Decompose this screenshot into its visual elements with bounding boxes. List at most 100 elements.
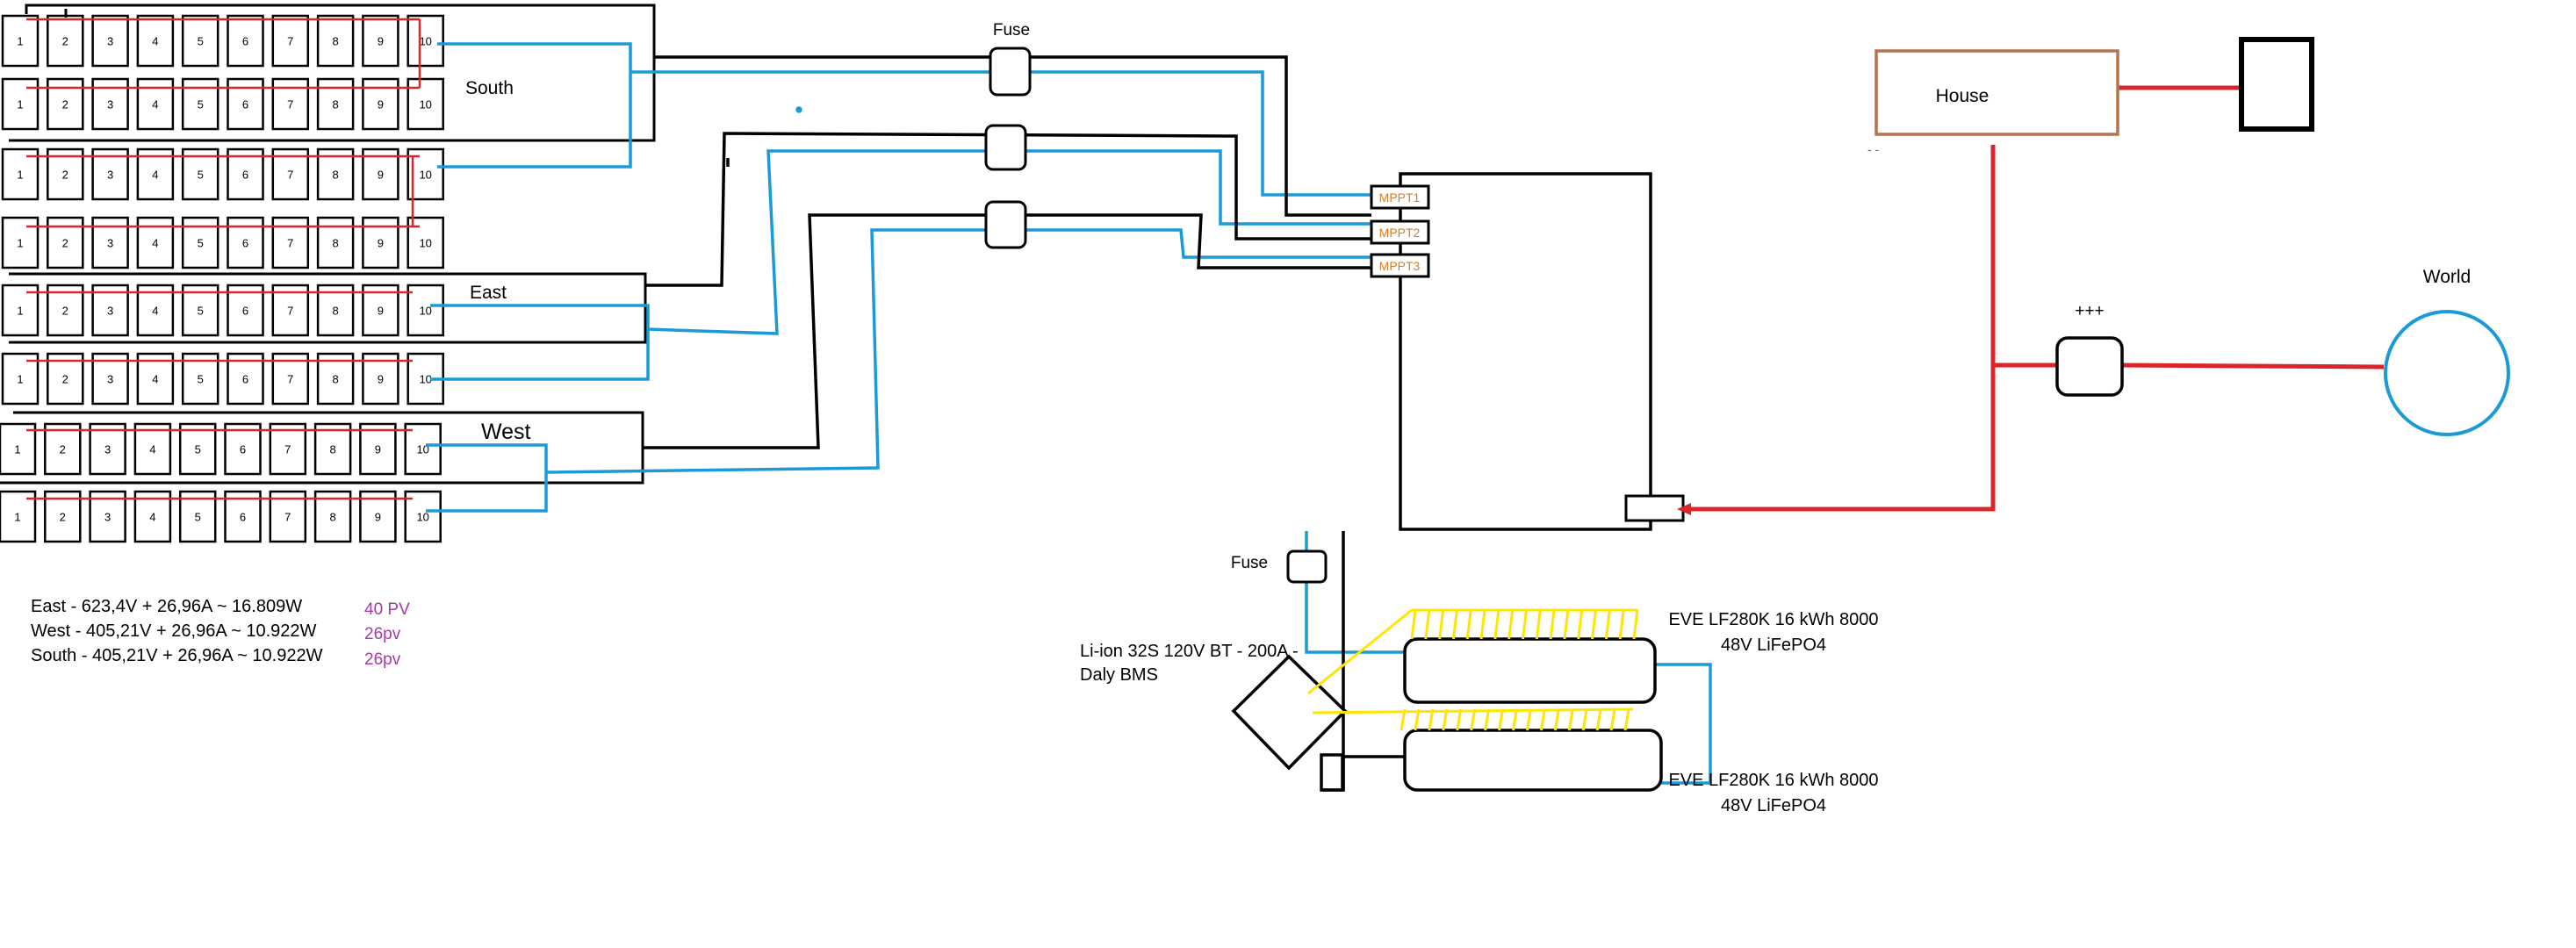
east-fuse [984, 124, 1027, 171]
pv-panel-number: 10 [416, 511, 428, 524]
pv-panel-number: 10 [419, 98, 431, 111]
pv-panel-number: 9 [378, 373, 384, 386]
fuses [984, 47, 1328, 584]
pv-panel-number: 9 [378, 35, 384, 48]
pv-panel [91, 14, 129, 68]
balance-lead [1512, 708, 1518, 731]
balance-lead [1604, 609, 1611, 640]
pv-panel-number: 4 [152, 305, 158, 318]
pv-panel-number: 5 [198, 305, 204, 318]
pv-panel-number: 10 [419, 35, 431, 48]
battery-1-line2: 48V LiFePO4 [1721, 636, 1826, 655]
pv-panel [316, 147, 355, 201]
pv-panel-number: 8 [332, 98, 338, 111]
balance-lead [1456, 708, 1463, 731]
house-box [1874, 49, 2119, 136]
meter-box [2055, 336, 2124, 397]
pv-panel-number: 2 [62, 98, 68, 111]
pv-panel [133, 490, 172, 543]
pv-panel-number: 3 [107, 169, 113, 182]
pv-panel-number: 7 [287, 305, 293, 318]
balance-lead [1553, 708, 1560, 731]
balance-lead [1567, 708, 1574, 731]
pv-panel [89, 422, 126, 476]
fuse-label: Fuse [993, 21, 1030, 40]
pv-panel [404, 490, 442, 543]
ac-arrow-icon [1677, 503, 1691, 515]
battery-fuse [1286, 549, 1328, 584]
battery-1 [1403, 637, 1657, 704]
balance-lead [1525, 708, 1532, 731]
battery-2 [1403, 729, 1663, 792]
pv-panel-number: 4 [149, 511, 155, 524]
pv-panel-number: 6 [242, 305, 248, 318]
west-array-label: West [481, 420, 531, 444]
pv-panel [362, 147, 399, 201]
pv-panel-number: 1 [17, 237, 23, 250]
pv-panel-number: 8 [332, 169, 338, 182]
east-spec: East - 623,4V + 26,96A ~ 16.809W [31, 597, 302, 616]
bms-line2: Daly BMS [1080, 665, 1158, 685]
pv-panel-number: 2 [62, 373, 68, 386]
pv-panel-number: 10 [419, 237, 431, 250]
pv-panel [316, 14, 355, 68]
pv-panel-number: 7 [287, 169, 293, 182]
world-grid-circle [2384, 310, 2510, 436]
pv-panel-number: 4 [152, 373, 158, 386]
pv-panel [271, 352, 310, 406]
pv-panel-number: 1 [14, 443, 20, 456]
pv-panel-number: 2 [60, 511, 66, 524]
battery-fuse-label: Fuse [1231, 554, 1268, 572]
pv-panel [271, 14, 310, 68]
pv-panel [362, 14, 399, 68]
pv-panel-number: 3 [107, 35, 113, 48]
pv-panel [181, 14, 219, 68]
pv-panel-number: 6 [242, 98, 248, 111]
pv-panel [91, 352, 129, 406]
mppt3-label: MPPT3 [1379, 259, 1421, 273]
pv-panel-number: 9 [378, 305, 384, 318]
pv-panel-number: 5 [198, 373, 204, 386]
balance-lead [1581, 708, 1588, 731]
balance-lead [1623, 708, 1630, 731]
mppt1-label: MPPT1 [1379, 190, 1421, 205]
inverter: MPPT1 MPPT2 MPPT3 [1370, 172, 1685, 531]
pv-panel [1, 147, 40, 201]
pv-panel [0, 490, 37, 543]
bms-line1: Li-ion 32S 120V BT - 200A - [1080, 642, 1299, 661]
balance-lead [1618, 609, 1625, 640]
balance-lead [1414, 708, 1421, 731]
balance-lead [1577, 609, 1584, 640]
pv-panel-number: 6 [240, 511, 246, 524]
house-dashes: - - [1867, 142, 1880, 156]
array-specs: East - 623,4V + 26,96A ~ 16.809W West - … [31, 597, 410, 669]
pv-panel [407, 147, 444, 201]
pv-panel [359, 422, 397, 476]
pv-panel [178, 422, 217, 476]
pv-panel [0, 422, 37, 476]
battery-2-line1: EVE LF280K 16 kWh 8000 [1668, 771, 1878, 790]
pv-panel [313, 490, 352, 543]
balance-lead [1507, 609, 1515, 640]
pv-panel [313, 422, 352, 476]
south-fuse [989, 47, 1032, 97]
pv-panel [136, 147, 175, 201]
balance-lead [1535, 609, 1542, 640]
balance-lead [1632, 609, 1639, 640]
pv-panel-number: 4 [149, 443, 155, 456]
pv-panel-number: 8 [332, 237, 338, 250]
pv-panel-number: 5 [198, 237, 204, 250]
pv-panel-number: 9 [378, 98, 384, 111]
pv-panel [89, 490, 126, 543]
pv-panel-number: 5 [198, 98, 204, 111]
west-fuse [984, 200, 1027, 249]
pv-panel [316, 352, 355, 406]
pv-panel-number: 4 [152, 237, 158, 250]
pv-panel [1, 352, 40, 406]
pv-panel-number: 4 [152, 98, 158, 111]
pv-panel-number: 4 [152, 169, 158, 182]
balance-lead [1442, 708, 1449, 731]
pv-panel-number: 7 [287, 98, 293, 111]
